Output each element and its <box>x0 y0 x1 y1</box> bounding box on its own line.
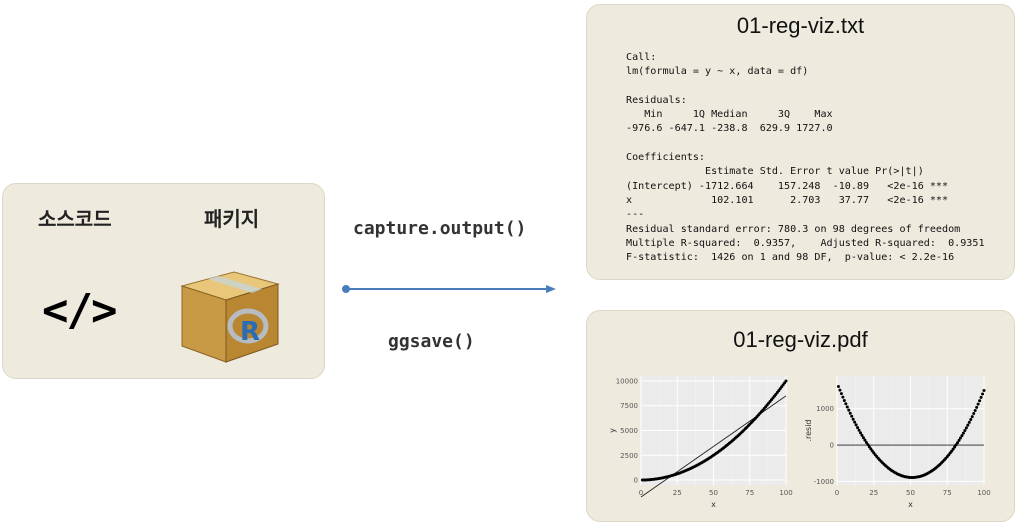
x-tick-label: 50 <box>709 489 718 497</box>
data-point <box>963 429 967 433</box>
x-tick-label: 75 <box>745 489 754 497</box>
source-code-label: 소스코드 <box>38 207 112 231</box>
x-tick-label: 50 <box>906 489 915 497</box>
data-point <box>966 423 970 427</box>
y-tick-label: 0 <box>634 477 638 485</box>
data-point <box>866 443 870 447</box>
summary-line: x 102.101 2.703 37.77 <2e-16 *** <box>626 194 949 206</box>
y-tick-label: 0 <box>830 442 834 450</box>
summary-line: Coefficients: <box>626 152 706 164</box>
data-point <box>850 414 854 418</box>
capture-output-label: capture.output() <box>353 218 527 239</box>
y-tick-label: -1000 <box>814 478 834 486</box>
data-point <box>841 395 845 399</box>
package-label: 패키지 <box>204 207 260 231</box>
data-point <box>838 388 842 392</box>
summary-line: Residuals: <box>626 94 687 106</box>
data-point <box>861 436 865 440</box>
data-point <box>969 418 973 422</box>
y-axis-label: .resid <box>804 419 813 441</box>
data-point <box>839 392 843 396</box>
data-point <box>954 443 958 447</box>
y-tick-label: 10000 <box>616 377 638 385</box>
y-tick-label: 5000 <box>620 427 638 435</box>
y-axis-label: y <box>608 428 617 433</box>
x-tick-label: 0 <box>639 489 643 497</box>
data-point <box>976 402 980 406</box>
summary-line: Residual standard error: 780.3 on 98 deg… <box>626 223 961 235</box>
data-point <box>857 428 861 432</box>
summary-line: Call: <box>626 52 657 63</box>
data-point <box>864 440 868 444</box>
data-point <box>951 447 955 451</box>
x-tick-label: 25 <box>869 489 878 497</box>
x-tick-label: 100 <box>977 489 990 497</box>
data-point <box>967 420 971 424</box>
data-point <box>856 426 860 430</box>
data-point <box>956 441 960 445</box>
data-point <box>784 379 788 383</box>
data-point <box>953 445 957 449</box>
txt-file-title: 01-reg-viz.txt <box>736 13 865 38</box>
summary-line: lm(formula = y ~ x, data = df) <box>626 66 809 78</box>
data-point <box>847 408 851 412</box>
svg-text:R: R <box>240 317 260 347</box>
summary-line: --- <box>626 209 645 221</box>
regression-summary-text: Call: lm(formula = y ~ x, data = df) Res… <box>626 51 985 265</box>
data-point <box>860 433 864 437</box>
data-point <box>867 445 871 449</box>
data-point <box>845 405 849 409</box>
summary-line: Estimate Std. Error t value Pr(>|t|) <box>705 166 924 178</box>
arrow-right-icon <box>342 285 556 293</box>
data-point <box>960 434 964 438</box>
data-point <box>978 399 982 403</box>
data-point <box>975 405 979 409</box>
ggsave-label: ggsave() <box>388 331 475 352</box>
data-point <box>859 431 863 435</box>
data-point <box>844 402 848 406</box>
data-point <box>854 423 858 427</box>
code-icon: </> <box>42 285 117 336</box>
x-tick-label: 0 <box>835 489 839 497</box>
summary-line: Min 1Q Median 3Q Max <box>644 109 833 121</box>
y-tick-label: 7500 <box>620 402 638 410</box>
y-tick-label: 2500 <box>620 452 638 460</box>
x-axis-label: x <box>908 500 913 509</box>
data-point <box>842 398 846 402</box>
data-point <box>836 384 840 388</box>
data-point <box>982 388 986 392</box>
scatter-fit-plot: 0 25 50 75 100 0 2500 5000 7500 10000 x y <box>608 376 793 509</box>
data-point <box>973 408 977 412</box>
x-axis-label: x <box>711 500 716 509</box>
x-tick-label: 100 <box>779 489 792 497</box>
pdf-file-title: 01-reg-viz.pdf <box>733 327 868 352</box>
data-point <box>970 415 974 419</box>
summary-line: Multiple R-squared: 0.9357, Adjusted R-s… <box>626 237 985 249</box>
data-point <box>853 420 857 424</box>
data-point <box>848 411 852 415</box>
data-point <box>851 417 855 421</box>
y-tick-label: 1000 <box>816 405 834 413</box>
data-point <box>863 438 867 442</box>
data-point <box>961 431 965 435</box>
data-point <box>957 438 961 442</box>
summary-line: -976.6 -647.1 -238.8 629.9 1727.0 <box>626 123 833 135</box>
data-point <box>979 395 983 399</box>
data-point <box>972 412 976 416</box>
summary-line: F-statistic: 1426 on 1 and 98 DF, p-valu… <box>626 252 955 264</box>
txt-output-panel: 01-reg-viz.txt Call: lm(formula = y ~ x,… <box>586 4 1015 280</box>
data-point <box>958 436 962 440</box>
summary-line: (Intercept) -1712.664 157.248 -10.89 <2e… <box>626 180 949 192</box>
data-point <box>981 392 985 396</box>
r-package-box-icon: R <box>180 271 280 363</box>
x-tick-label: 75 <box>943 489 952 497</box>
x-tick-label: 25 <box>673 489 682 497</box>
data-point <box>964 426 968 430</box>
